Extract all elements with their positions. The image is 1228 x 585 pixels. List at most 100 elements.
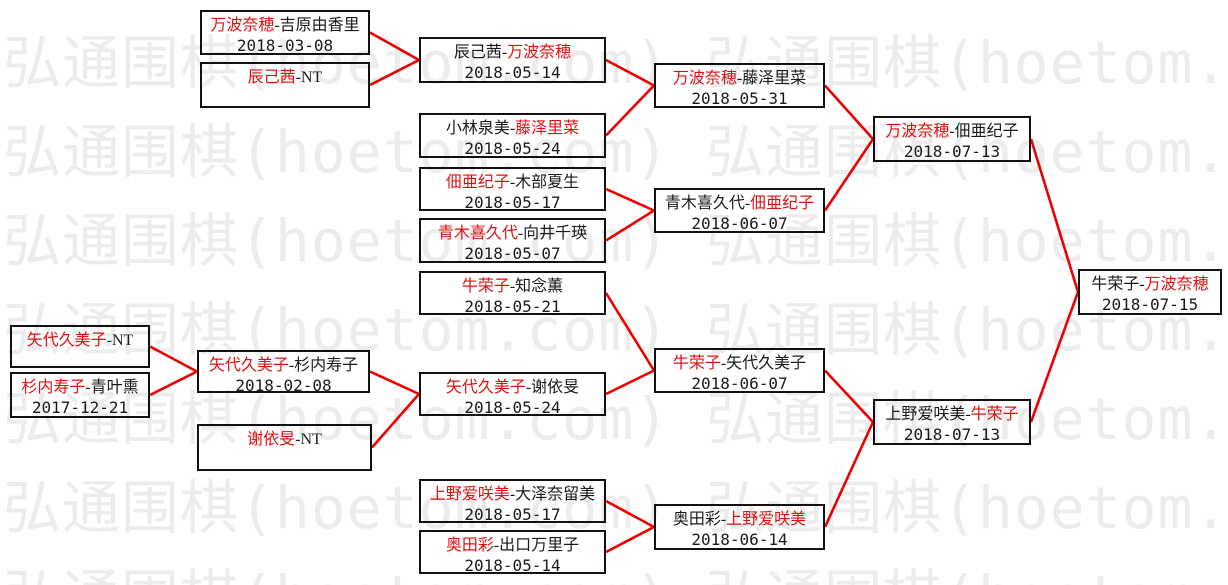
name-separator: - (493, 537, 500, 554)
match-players: 上野爱咲美-大泽奈留美 (430, 485, 595, 505)
name-separator: - (501, 44, 508, 61)
match-date: 2018-05-17 (464, 193, 561, 212)
winner-name: 辰己茜 (247, 69, 296, 86)
bracket-connector (369, 31, 420, 62)
match-players: 上野爱咲美-牛荣子 (885, 405, 1018, 425)
name-separator: - (509, 120, 516, 137)
watermark-text: 弘通围棋(hoetom.com) 弘通围棋(hoetom.com) (3, 118, 1228, 186)
match-box-m2: 辰己茜-NT (200, 62, 370, 108)
winner-name: 佃亜纪子 (445, 174, 510, 191)
name-separator: - (965, 406, 971, 423)
loser-name: 谢依旻 (531, 379, 580, 396)
match-players: 小林泉美-藤泽里菜 (446, 119, 579, 139)
match-date: 2017-12-21 (31, 398, 129, 417)
winner-name: 谢依旻 (247, 431, 296, 448)
match-date: 2018-03-08 (236, 36, 334, 55)
match-date: 2018-05-14 (464, 63, 561, 82)
match-date: 2018-07-15 (1101, 295, 1199, 314)
match-players: 谢依旻-NT (247, 430, 322, 450)
match-players: 牛荣子-万波奈穂 (1091, 275, 1208, 295)
winner-name: 牛荣子 (461, 278, 510, 295)
winner-name: 万波奈穂 (507, 44, 572, 61)
match-date: 2018-06-14 (691, 530, 788, 549)
loser-name: 青木喜久代 (664, 195, 745, 212)
loser-name: 佃亜纪子 (954, 123, 1019, 140)
bracket-connector (605, 525, 655, 554)
match-players: 万波奈穂-佃亜纪子 (885, 122, 1018, 142)
bracket-connector (605, 209, 655, 242)
match-players: 矢代久美子-杉内寿子 (209, 356, 358, 376)
bracket-connector (371, 393, 420, 449)
bracket-connector (605, 58, 655, 87)
match-players: 奥田彩-出口万里子 (446, 536, 579, 556)
winner-name: 牛荣子 (970, 406, 1019, 423)
name-separator: - (295, 69, 301, 86)
winner-name: 矢代久美子 (445, 379, 526, 396)
bracket-connector (369, 58, 420, 87)
winner-name: 万波奈穂 (885, 123, 950, 140)
match-players: 万波奈穂-吉原由香里 (210, 16, 359, 36)
winner-name: 牛荣子 (672, 355, 721, 372)
winner-name: 藤泽里菜 (515, 120, 580, 137)
name-separator: - (949, 123, 955, 140)
winner-name: 矢代久美子 (208, 357, 289, 374)
loser-name: NT (301, 69, 323, 86)
match-date: 2018-02-08 (235, 376, 332, 395)
name-separator: - (509, 174, 516, 191)
match-players: 牛荣子-知念薫 (462, 277, 563, 297)
bracket-connector (1029, 291, 1080, 423)
bracket-connector (605, 187, 655, 212)
bracket-connector (149, 370, 198, 397)
match-date: 2018-07-13 (903, 425, 1001, 444)
name-separator: - (736, 70, 743, 87)
bracket-connector (823, 421, 875, 528)
name-separator: - (288, 357, 295, 374)
watermark-text: 弘通围棋(hoetom.com) 弘通围棋(hoetom.com) (3, 207, 1228, 275)
bracket-connector (605, 499, 655, 529)
bracket-connector (605, 369, 655, 396)
winner-name: 上野爱咲美 (726, 511, 807, 528)
bracket-connector (824, 84, 874, 140)
loser-name: 向井千瑛 (523, 225, 588, 242)
loser-name: 上野爱咲美 (885, 406, 966, 423)
match-players: 辰己茜-万波奈穂 (454, 43, 571, 63)
name-separator: - (517, 225, 524, 242)
match-players: 牛荣子-矢代久美子 (673, 354, 806, 374)
bracket-connector (149, 345, 198, 373)
winner-name: 杉内寿子 (21, 379, 86, 396)
match-players: 青木喜久代-佃亜纪子 (665, 194, 814, 214)
bracket-connector (369, 370, 420, 396)
name-separator: - (85, 379, 91, 396)
loser-name: 藤泽里菜 (742, 70, 807, 87)
match-players: 佃亜纪子-木部夏生 (446, 173, 579, 193)
match-players: 青木喜久代-向井千瑛 (438, 224, 587, 244)
winner-name: 万波奈穂 (1144, 276, 1209, 293)
loser-name: 矢代久美子 (726, 355, 807, 372)
loser-name: NT (112, 332, 134, 349)
name-separator: - (106, 332, 112, 349)
match-date: 2018-05-31 (691, 89, 788, 108)
bracket-connector (1029, 138, 1080, 293)
loser-name: 杉内寿子 (294, 357, 359, 374)
loser-name: 辰己茜 (453, 44, 502, 61)
match-date: 2018-05-14 (464, 556, 561, 575)
name-separator: - (295, 431, 301, 448)
loser-name: 知念薫 (515, 278, 564, 295)
name-separator: - (720, 355, 727, 372)
bracket-connector (823, 138, 875, 212)
loser-name: 青叶熏 (90, 379, 139, 396)
loser-name: 木部夏生 (515, 174, 580, 191)
match-players: 杉内寿子-青叶熏 (21, 378, 138, 398)
match-date: 2018-05-24 (464, 139, 561, 158)
